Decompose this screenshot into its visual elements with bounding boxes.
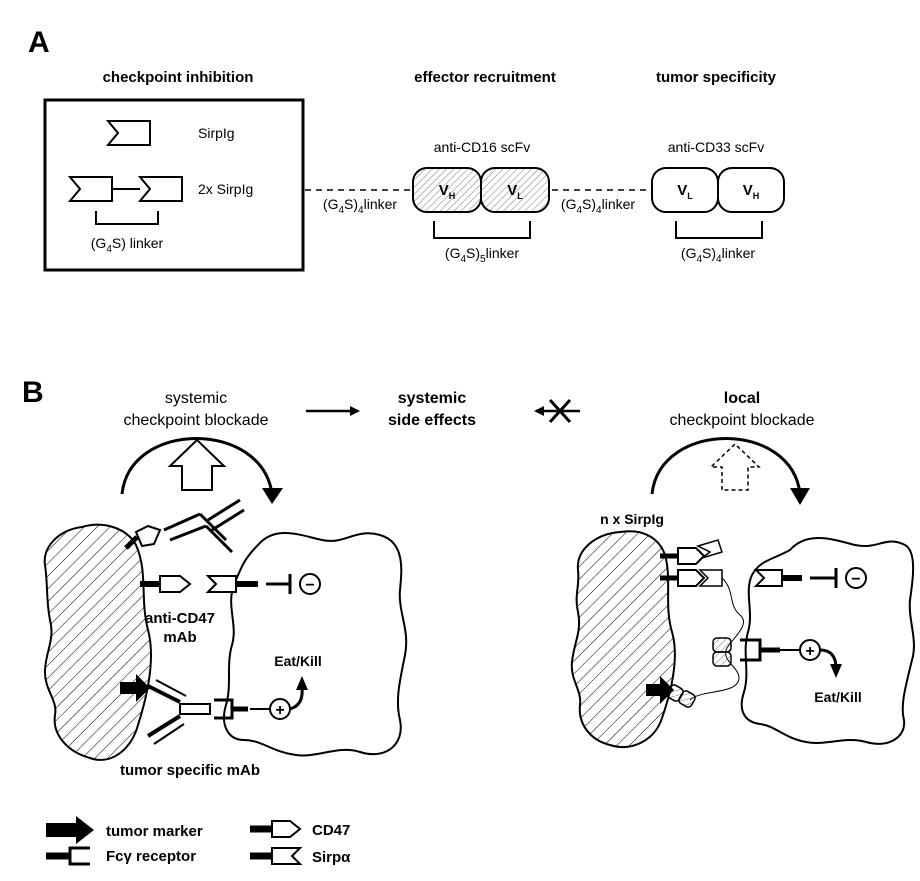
box-linker-label: (G4S) linker (91, 235, 164, 255)
local-up-arrow (709, 442, 761, 491)
heading-effector-recruitment: effector recruitment (414, 69, 556, 86)
panel-a-label: A (28, 26, 50, 59)
scfv-cd16-right-2 (712, 651, 732, 667)
mab-arm-2 (198, 512, 234, 554)
eat-kill-right: Eat/Kill (814, 689, 861, 705)
heading-tumor-specificity: tumor specificity (656, 69, 777, 86)
eat-kill-arrow-left (289, 687, 304, 711)
mab-fc (207, 498, 245, 532)
cd16-vh-label: VH (439, 182, 456, 201)
anti-cd47-label: anti-CD47 (145, 610, 215, 627)
side-effects-label-2: side effects (388, 412, 476, 429)
eat-kill-arrowhead-right (830, 664, 842, 678)
effector-cell-left (223, 532, 408, 757)
cd16-linker-bracket (433, 221, 531, 239)
linker-left-label: (G4S)4linker (323, 196, 397, 216)
anti-cd47-mab-label: mAb (163, 629, 196, 646)
sirpig-icon-1 (67, 176, 113, 202)
local-label: local (724, 390, 760, 407)
anti-cd33-scfv-title: anti-CD33 scFv (668, 139, 764, 155)
sirpa-icon-right (753, 569, 783, 587)
tumor-mab-fc (179, 703, 211, 715)
tumor-marker-left (120, 674, 150, 702)
systemic-curved-arrowhead (262, 488, 283, 504)
tumor-mab-arms-inner (153, 679, 187, 745)
cd47-stalk-upper (124, 535, 139, 550)
checkpoint-inhibition-box (43, 98, 305, 272)
sirpig-label: SirpIg (198, 125, 235, 141)
systemic-up-arrow (167, 438, 227, 491)
legend-sirpa-label: Sirpα (312, 849, 351, 866)
cd47-icon-right-2 (677, 569, 706, 587)
plus-symbol-right: + (805, 643, 814, 660)
cd47-icon (159, 575, 192, 593)
cd33-linker-bracket (675, 221, 763, 239)
sirpig-bound-2 (698, 569, 723, 587)
minus-icon-left (299, 573, 321, 595)
sirpa-icon (205, 575, 237, 593)
legend-tumor-marker-label: tumor marker (106, 823, 203, 840)
local-curved-arrow (650, 437, 802, 495)
cd16-linker-label: (G4S)5linker (445, 245, 519, 265)
cd47-icon-right-1 (677, 547, 706, 565)
minus-symbol-right: − (851, 571, 860, 588)
legend-sirpa-icon (271, 847, 303, 865)
linker-mid-label: (G4S)4linker (561, 196, 635, 216)
cd33-vl-label: VL (677, 182, 693, 201)
sirpig-bound-1 (695, 539, 723, 559)
heading-checkpoint-inhibition: checkpoint inhibition (103, 69, 254, 86)
systemic-curved-arrow (120, 437, 274, 495)
panel-b-label: B (22, 376, 44, 409)
tumor-mab-arms (146, 684, 182, 738)
tumor-specific-mab-label: tumor specific mAb (120, 762, 260, 779)
eat-kill-left: Eat/Kill (274, 653, 321, 669)
tumor-cell-right (570, 530, 676, 748)
cd16-vl-label: VL (507, 182, 523, 201)
sirpig-2x-label: 2x SirpIg (198, 181, 253, 197)
tumor-cell-left (43, 523, 152, 761)
minus-icon-right (845, 567, 867, 589)
plus-symbol-left: + (275, 702, 284, 719)
legend-tumor-marker-icon (46, 816, 94, 844)
sirpig-icon (105, 120, 151, 146)
systemic-checkpoint-label: checkpoint blockade (124, 412, 269, 429)
box-linker-bracket (95, 211, 159, 225)
local-checkpoint-label: checkpoint blockade (670, 412, 815, 429)
mab-arm-1 (163, 512, 207, 542)
cd33-vh-domain (717, 167, 785, 213)
tumor-marker-right (646, 676, 674, 704)
eat-kill-arrowhead-left (296, 676, 308, 690)
effector-cell-right (740, 537, 915, 745)
cd47-icon-upper (134, 524, 162, 548)
systemic-label: systemic (165, 390, 227, 407)
sirpig-icon-2 (137, 176, 183, 202)
cd16-vl-domain (480, 167, 550, 213)
legend-cd47-icon (271, 820, 302, 838)
anti-cd16-scfv-title: anti-CD16 scFv (434, 139, 530, 155)
minus-symbol-left: − (305, 577, 314, 594)
scfv-cd33-right-2 (678, 690, 696, 708)
cd33-linker-label: (G4S)4linker (681, 245, 755, 265)
legend-fc-receptor-icon (68, 846, 90, 866)
n-x-sirpig-label: n x SirpIg (600, 511, 664, 527)
block-cross-2 (548, 398, 572, 424)
local-curved-arrowhead (790, 488, 810, 505)
cd33-vh-label: VH (743, 182, 760, 201)
side-effects-label-1: systemic (398, 390, 467, 407)
legend-cd47-label: CD47 (312, 822, 350, 839)
legend-fc-receptor-label: Fcγ receptor (106, 848, 196, 865)
scfv-cd16-right-1 (712, 637, 732, 653)
